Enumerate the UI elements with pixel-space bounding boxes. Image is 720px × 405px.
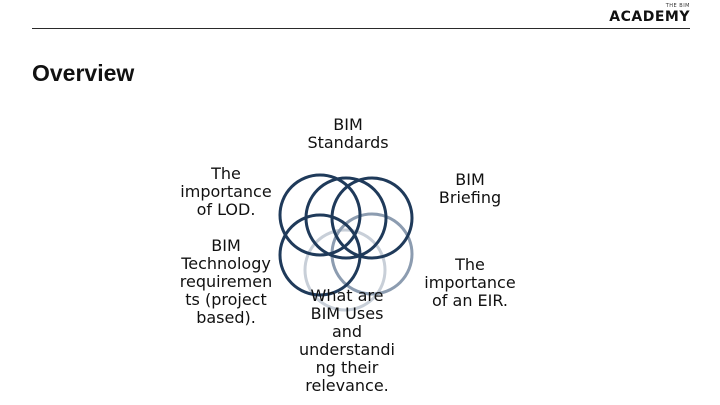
label-bim-uses: What are BIM Uses and understandi ng the… — [298, 286, 395, 395]
petal-bottom — [303, 228, 387, 312]
label-tech-requirements: BIM Technology requiremen ts (project ba… — [179, 236, 273, 327]
header-divider — [32, 28, 690, 29]
label-eir: The importance of an EIR. — [424, 255, 516, 310]
label-bim-briefing: BIM Briefing — [438, 170, 502, 207]
label-lod: The importance of LOD. — [180, 164, 272, 219]
petal-lower-left — [278, 213, 362, 297]
label-bim-standards: BIM Standards — [307, 115, 389, 152]
petal-upper-right — [330, 176, 414, 260]
logo-small-text: THE BIM — [665, 3, 690, 9]
page-title: Overview — [32, 60, 135, 86]
bim-academy-logo: THE BIM ACADEMY — [609, 3, 690, 24]
petal-upper-left — [278, 173, 362, 257]
petal-lower-right — [330, 212, 414, 296]
logo-main-text: ACADEMY — [609, 9, 690, 25]
